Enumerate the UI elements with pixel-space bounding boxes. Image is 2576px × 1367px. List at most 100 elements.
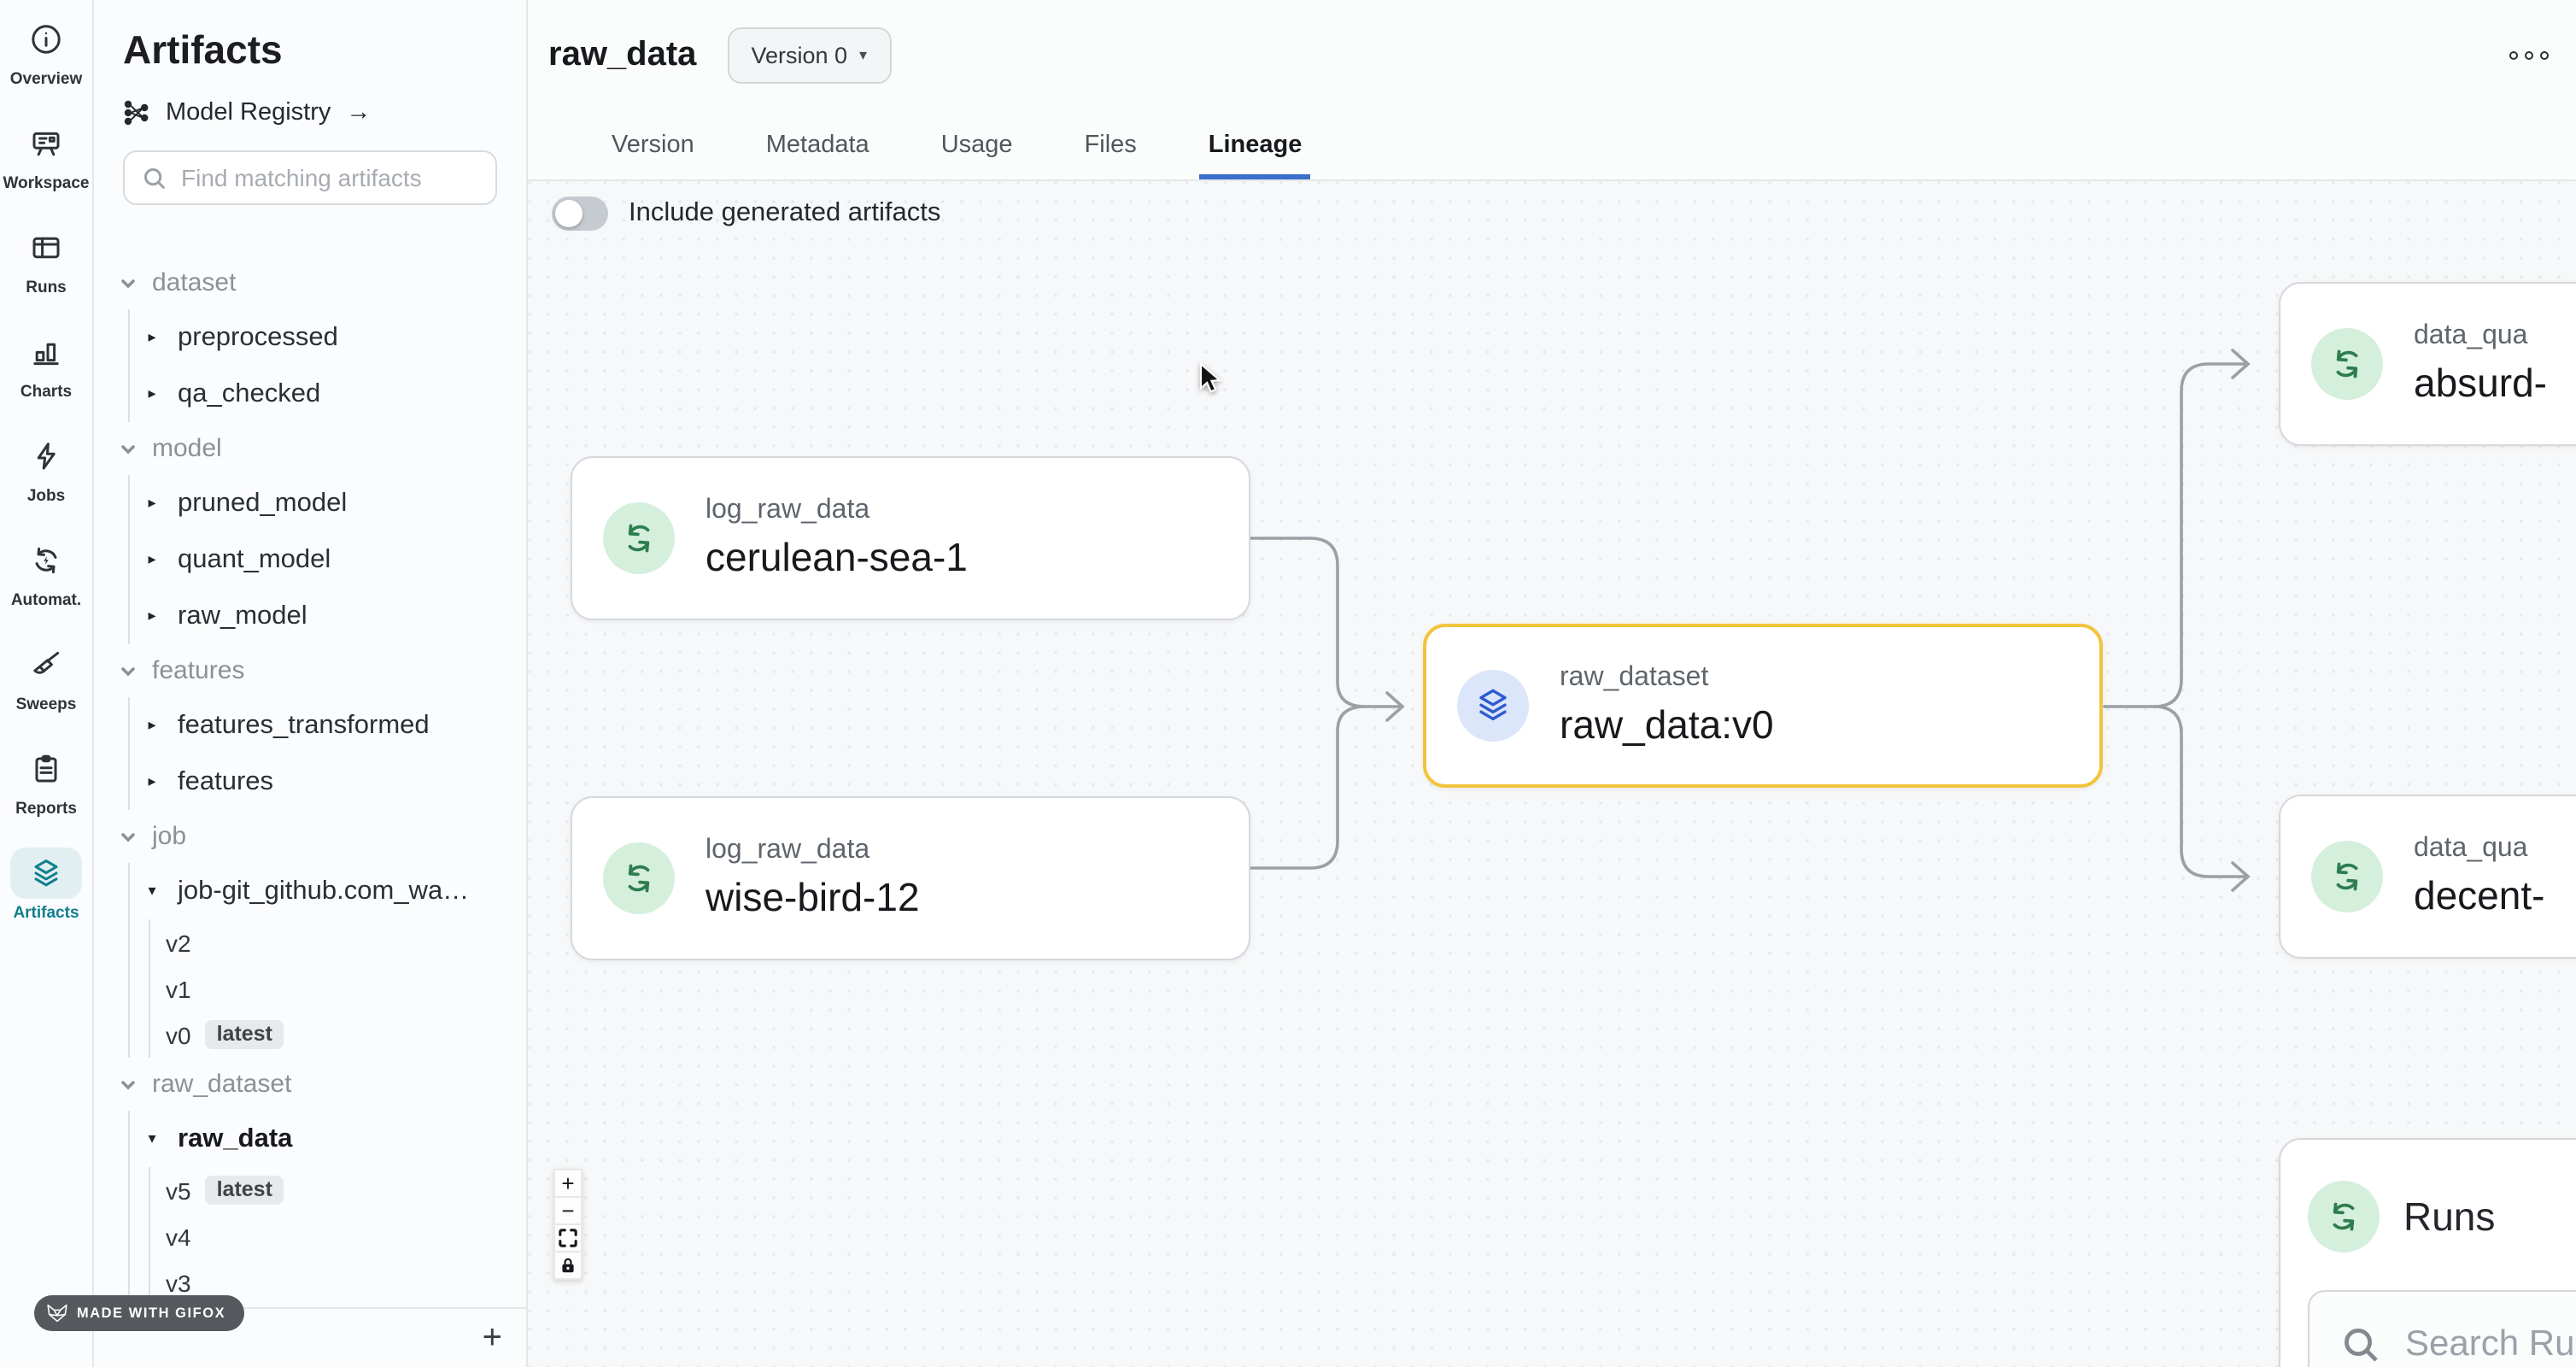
node-type-label: log_raw_data <box>705 496 870 525</box>
node-type-label: raw_dataset <box>1560 663 1709 692</box>
run-sync-icon <box>603 502 675 574</box>
runs-panel-title: Runs <box>2403 1194 2496 1238</box>
nav-label: Jobs <box>26 487 66 506</box>
node-type-label: data_qua <box>2414 834 2528 863</box>
lineage-node-data-qua-decent[interactable]: data_qua decent- <box>2279 795 2576 959</box>
tree-item-raw-model[interactable]: ▸raw_model <box>130 588 526 644</box>
node-type-label: data_qua <box>2414 321 2528 350</box>
lineage-node-data-qua-absurd[interactable]: data_qua absurd- <box>2279 282 2576 446</box>
bar-chart-icon <box>10 326 82 378</box>
model-registry-icon <box>124 100 149 126</box>
page-title: raw_data <box>548 35 697 73</box>
artifact-search-input[interactable] <box>181 164 478 191</box>
tree-section-job[interactable]: job <box>94 810 526 863</box>
tree-item-qa-checked[interactable]: ▸qa_checked <box>130 366 526 422</box>
tree-item-quant-model[interactable]: ▸quant_model <box>130 531 526 588</box>
lineage-node-raw-data-v0-selected[interactable]: raw_dataset raw_data:v0 <box>1423 624 2103 788</box>
tab-usage[interactable]: Usage <box>940 132 1013 159</box>
triangle-down-icon: ▾ <box>148 882 156 899</box>
sidebar-footer: + <box>94 1307 526 1367</box>
tree-item-pruned-model[interactable]: ▸pruned_model <box>130 475 526 531</box>
triangle-right-icon: ▸ <box>148 550 156 567</box>
triangle-right-icon: ▸ <box>148 772 156 789</box>
chevron-down-icon <box>121 832 135 842</box>
canvas-controls: + − <box>553 1169 583 1280</box>
node-title: wise-bird-12 <box>705 875 920 919</box>
model-registry-link[interactable]: Model Registry → <box>123 99 526 126</box>
chevron-down-icon <box>121 666 135 676</box>
run-sync-icon <box>603 842 675 914</box>
lineage-node-wise-bird-12[interactable]: log_raw_data wise-bird-12 <box>571 796 1250 960</box>
add-artifact-button[interactable]: + <box>482 1319 502 1357</box>
tree-item-features-transformed[interactable]: ▸features_transformed <box>130 697 526 754</box>
toggle-label: Include generated artifacts <box>629 198 941 227</box>
main-content: raw_data Version 0 ▾ Version Metadata Us… <box>528 0 2576 1367</box>
runs-search-box[interactable] <box>2308 1290 2576 1367</box>
node-title: cerulean-sea-1 <box>705 535 968 579</box>
tab-lineage[interactable]: Lineage <box>1199 132 1310 179</box>
lock-button[interactable] <box>553 1251 583 1280</box>
include-generated-toggle[interactable] <box>552 197 608 231</box>
chevron-down-icon <box>121 444 135 454</box>
nav-item-reports[interactable]: Reports <box>0 743 92 818</box>
chevron-down-icon <box>121 279 135 288</box>
lock-icon <box>562 1258 574 1273</box>
triangle-right-icon: ▸ <box>148 384 156 402</box>
nav-item-workspace[interactable]: Workspace <box>0 118 92 193</box>
run-sync-icon <box>2311 328 2383 400</box>
tab-files[interactable]: Files <box>1084 132 1137 159</box>
nav-label: Sweeps <box>15 695 77 714</box>
tree-item-raw-data[interactable]: ▾raw_data <box>130 1111 526 1167</box>
nav-item-sweeps[interactable]: Sweeps <box>0 639 92 714</box>
node-title: decent- <box>2414 873 2545 918</box>
nav-item-charts[interactable]: Charts <box>0 326 92 402</box>
zoom-out-button[interactable]: − <box>553 1196 583 1225</box>
tab-metadata[interactable]: Metadata <box>765 132 869 159</box>
search-icon <box>2344 1328 2378 1362</box>
tree-version-v3[interactable]: v3 <box>166 1269 191 1296</box>
tab-version[interactable]: Version <box>612 132 694 159</box>
version-dropdown[interactable]: Version 0 ▾ <box>727 26 892 83</box>
nav-label: Reports <box>15 800 77 818</box>
nav-item-overview[interactable]: Overview <box>0 14 92 89</box>
tree-version-v1[interactable]: v1 <box>166 975 191 1002</box>
layers-icon <box>10 848 82 899</box>
mouse-cursor <box>1199 362 1222 393</box>
tree-item-job-git[interactable]: ▾job-git_github.com_wa… <box>130 863 526 919</box>
nav-item-jobs[interactable]: Jobs <box>0 431 92 506</box>
artifact-search[interactable] <box>123 150 497 205</box>
zoom-in-button[interactable]: + <box>553 1169 583 1198</box>
tree-version-v4[interactable]: v4 <box>166 1223 191 1250</box>
clipboard-icon <box>10 743 82 795</box>
triangle-right-icon: ▸ <box>148 607 156 624</box>
triangle-right-icon: ▸ <box>148 716 156 733</box>
model-registry-label: Model Registry <box>166 99 331 126</box>
latest-badge: latest <box>204 1176 284 1205</box>
nav-item-artifacts[interactable]: Artifacts <box>0 848 92 923</box>
nav-item-automations[interactable]: Automat. <box>0 535 92 610</box>
node-title: absurd- <box>2414 361 2547 405</box>
lineage-node-cerulean-sea-1[interactable]: log_raw_data cerulean-sea-1 <box>571 456 1250 620</box>
triangle-right-icon: ▸ <box>148 328 156 345</box>
fit-view-button[interactable] <box>553 1223 583 1253</box>
runs-panel[interactable]: Runs <box>2279 1138 2576 1367</box>
runs-search-input[interactable] <box>2405 1324 2576 1365</box>
artifact-layers-icon <box>1457 670 1529 742</box>
nav-item-runs[interactable]: Runs <box>0 222 92 297</box>
tree-section-model[interactable]: model <box>94 422 526 475</box>
tree-item-preprocessed[interactable]: ▸preprocessed <box>130 309 526 366</box>
lineage-canvas[interactable]: Include generated artifacts log_raw_data… <box>528 181 2576 1367</box>
tree-version-v2[interactable]: v2 <box>166 929 191 956</box>
tree-item-features[interactable]: ▸features <box>130 754 526 810</box>
tree-section-dataset[interactable]: dataset <box>94 256 526 309</box>
overflow-menu-button[interactable] <box>2509 51 2549 60</box>
workspace-icon <box>10 118 82 169</box>
node-type-label: log_raw_data <box>705 836 870 865</box>
tree-section-features[interactable]: features <box>94 644 526 697</box>
tab-bar: Version Metadata Usage Files Lineage <box>528 109 2576 181</box>
nav-label: Automat. <box>10 591 82 610</box>
tree-section-raw-dataset[interactable]: raw_dataset <box>94 1058 526 1111</box>
